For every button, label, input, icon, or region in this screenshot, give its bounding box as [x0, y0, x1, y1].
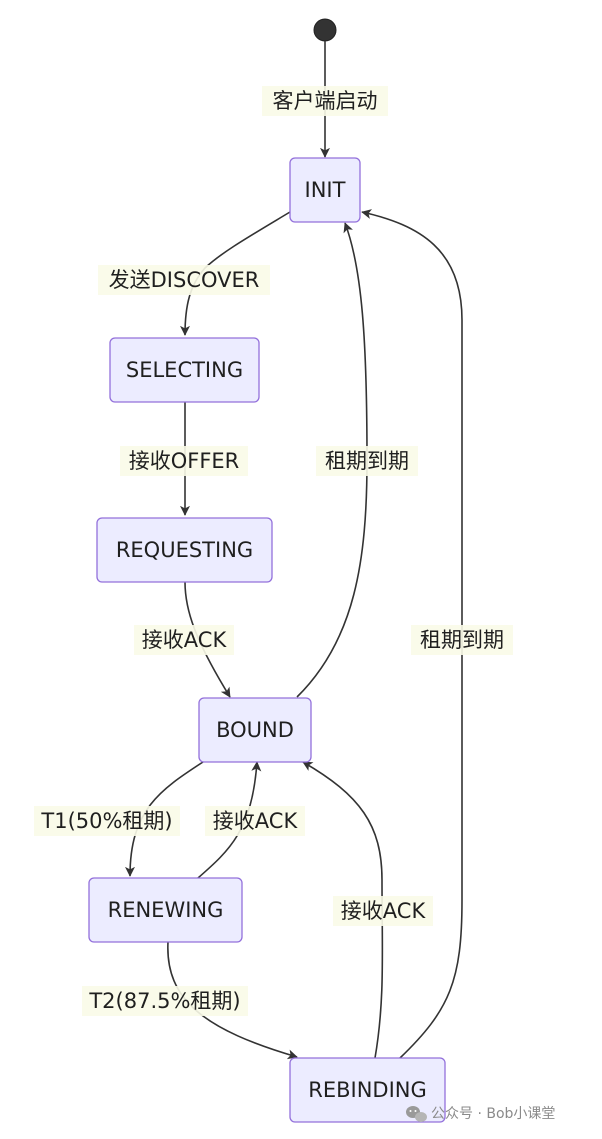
state-init: INIT	[289, 157, 361, 223]
svg-text:REQUESTING: REQUESTING	[116, 538, 253, 562]
label-rebinding-to-bound: 接收ACK	[333, 896, 433, 926]
state-selecting: SELECTING	[109, 337, 260, 403]
state-rebinding: REBINDING	[289, 1057, 446, 1123]
edge-bound-to-renewing	[125, 761, 204, 877]
label-selecting-to-requesting: 接收OFFER	[120, 446, 248, 476]
svg-text:INIT: INIT	[305, 178, 346, 202]
state-bound: BOUND	[198, 697, 312, 763]
label-requesting-to-bound: 接收ACK	[134, 625, 234, 655]
svg-text:接收ACK: 接收ACK	[341, 899, 427, 923]
watermark: 公众号 · Bob小课堂	[406, 1106, 555, 1122]
svg-text:客户端启动: 客户端启动	[273, 89, 378, 113]
edge-rebinding-to-bound	[302, 761, 384, 1059]
start-node	[313, 18, 337, 42]
svg-text:BOUND: BOUND	[216, 718, 294, 742]
state-renewing: RENEWING	[88, 877, 243, 943]
label-renewing-to-rebinding: T2(87.5%租期)	[82, 986, 248, 1016]
svg-text:租期到期: 租期到期	[325, 449, 409, 473]
svg-text:租期到期: 租期到期	[420, 628, 504, 652]
svg-text:RENEWING: RENEWING	[108, 898, 224, 922]
label-renewing-to-bound: 接收ACK	[205, 806, 305, 836]
label-bound-to-init: 租期到期	[316, 446, 418, 476]
edge-rebinding-to-init	[361, 209, 463, 1059]
wechat-icon	[406, 1106, 427, 1122]
svg-text:接收ACK: 接收ACK	[142, 628, 228, 652]
label-bound-to-renewing: T1(50%租期)	[34, 806, 180, 836]
svg-text:接收ACK: 接收ACK	[213, 809, 299, 833]
label-start-to-init: 客户端启动	[262, 86, 388, 116]
state-requesting: REQUESTING	[96, 517, 273, 583]
svg-text:REBINDING: REBINDING	[308, 1078, 427, 1102]
svg-text:接收OFFER: 接收OFFER	[129, 449, 240, 473]
label-rebinding-to-init: 租期到期	[411, 625, 513, 655]
svg-text:T1(50%租期): T1(50%租期)	[40, 809, 172, 833]
svg-text:发送DISCOVER: 发送DISCOVER	[109, 268, 260, 292]
watermark-text: 公众号 · Bob小课堂	[431, 1106, 555, 1122]
svg-text:SELECTING: SELECTING	[126, 358, 243, 382]
label-init-to-selecting: 发送DISCOVER	[98, 265, 270, 295]
svg-text:T2(87.5%租期): T2(87.5%租期)	[88, 989, 240, 1013]
